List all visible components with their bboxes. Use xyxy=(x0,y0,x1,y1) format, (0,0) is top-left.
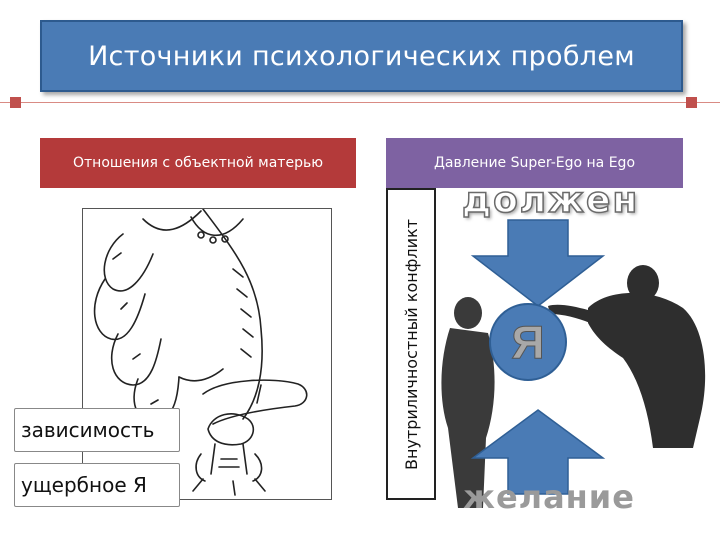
label-dependence: зависимость xyxy=(14,408,180,452)
ego-circle: Я xyxy=(489,303,567,381)
hand-drawing xyxy=(93,209,308,496)
left-header: Отношения с объектной матерью xyxy=(40,138,356,188)
left-header-text: Отношения с объектной матерью xyxy=(72,155,323,171)
label-damaged-self-text: ущербное Я xyxy=(21,473,147,497)
title-box: Источники психологических проблем xyxy=(40,20,683,92)
word-desire: желание xyxy=(463,478,635,516)
slide-title: Источники психологических проблем xyxy=(88,40,635,72)
figure-right xyxy=(548,265,706,448)
hand-illustration xyxy=(82,208,332,500)
vertical-label: Внутриличностный конфликт xyxy=(401,218,421,470)
label-damaged-self: ущербное Я xyxy=(14,463,180,507)
conflict-illustration xyxy=(441,219,706,508)
accent-line xyxy=(0,102,720,103)
right-header-text: Давление Super-Ego на Ego xyxy=(433,155,636,171)
accent-square-left xyxy=(10,97,21,108)
label-dependence-text: зависимость xyxy=(21,418,155,442)
accent-square-right xyxy=(686,97,697,108)
ego-letter: Я xyxy=(511,316,545,369)
arrow-up xyxy=(470,409,606,495)
word-must: должен xyxy=(461,179,640,222)
arrow-down xyxy=(470,219,606,307)
right-header: Давление Super-Ego на Ego xyxy=(386,138,683,188)
vertical-label-box: Внутриличностный конфликт xyxy=(386,188,436,500)
